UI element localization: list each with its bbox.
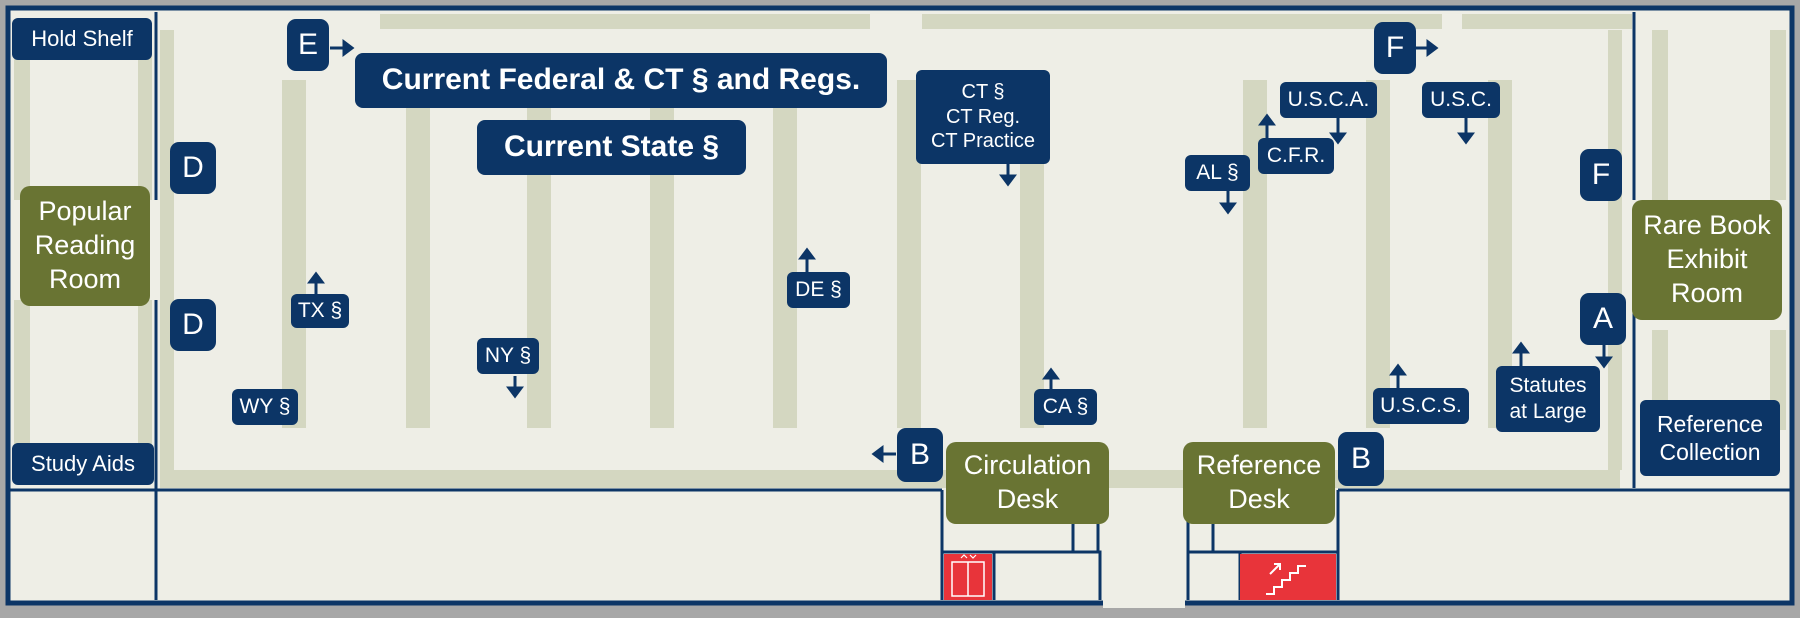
state-heading: Current State § [477, 120, 746, 175]
reference-collection-label: Reference Collection [1640, 400, 1780, 476]
area-a-marker: A [1580, 293, 1626, 345]
usc-shelf-label: U.S.C. [1422, 82, 1500, 118]
top-shelf [380, 14, 870, 29]
bottom-shelf [160, 470, 1620, 488]
arrow-up-icon [798, 247, 816, 272]
ny-shelf-label: NY § [477, 338, 539, 374]
stairs-icon [1240, 554, 1336, 600]
federal-heading: Current Federal & CT § and Regs. [355, 53, 887, 108]
arrow-up-icon [307, 271, 325, 294]
study-aids-label: Study Aids [12, 443, 154, 485]
top-shelf [922, 14, 1442, 29]
usca-shelf-label: U.S.C.A. [1280, 82, 1377, 118]
area-f-top-marker: F [1374, 22, 1416, 74]
walls [10, 12, 1790, 600]
stack-rows [14, 30, 1786, 470]
arrow-right-icon [330, 39, 355, 57]
area-d-lower-marker: D [170, 299, 216, 351]
popular-reading-room-label: Popular Reading Room [20, 186, 150, 306]
arrow-down-icon [999, 164, 1017, 187]
arrow-up-icon [1258, 113, 1276, 140]
uscs-shelf-label: U.S.C.S. [1373, 388, 1469, 424]
arrow-down-icon [506, 376, 524, 399]
wy-shelf-label: WY § [232, 389, 298, 425]
area-f-right-marker: F [1580, 149, 1622, 201]
tx-shelf-label: TX § [291, 294, 349, 328]
area-e-marker: E [287, 19, 329, 71]
arrow-down-icon [1219, 190, 1237, 215]
arrow-down-icon [1457, 118, 1475, 145]
de-shelf-label: DE § [787, 272, 850, 308]
area-b-left-marker: B [897, 428, 943, 482]
area-d-upper-marker: D [170, 142, 216, 194]
arrow-up-icon [1512, 341, 1530, 366]
hold-shelf-label: Hold Shelf [12, 18, 152, 60]
elevator-icon [944, 554, 992, 600]
circulation-desk-label: Circulation Desk [946, 442, 1109, 524]
top-shelf [1462, 14, 1632, 29]
area-b-right-marker: B [1338, 432, 1384, 486]
ct-shelf-label: CT § CT Reg. CT Practice [916, 70, 1050, 164]
arrow-down-icon [1329, 118, 1347, 145]
arrow-up-icon [1389, 363, 1407, 388]
cfr-shelf-label: C.F.R. [1258, 138, 1334, 174]
reference-desk-label: Reference Desk [1183, 442, 1335, 524]
arrow-right-icon [1415, 39, 1439, 57]
ca-shelf-label: CA § [1034, 389, 1097, 425]
direction-arrows [307, 39, 1613, 463]
rare-book-exhibit-room-label: Rare Book Exhibit Room [1632, 200, 1782, 320]
arrow-left-icon [871, 445, 896, 463]
statutes-at-large-shelf-label: Statutes at Large [1496, 366, 1600, 432]
al-shelf-label: AL § [1185, 155, 1250, 191]
